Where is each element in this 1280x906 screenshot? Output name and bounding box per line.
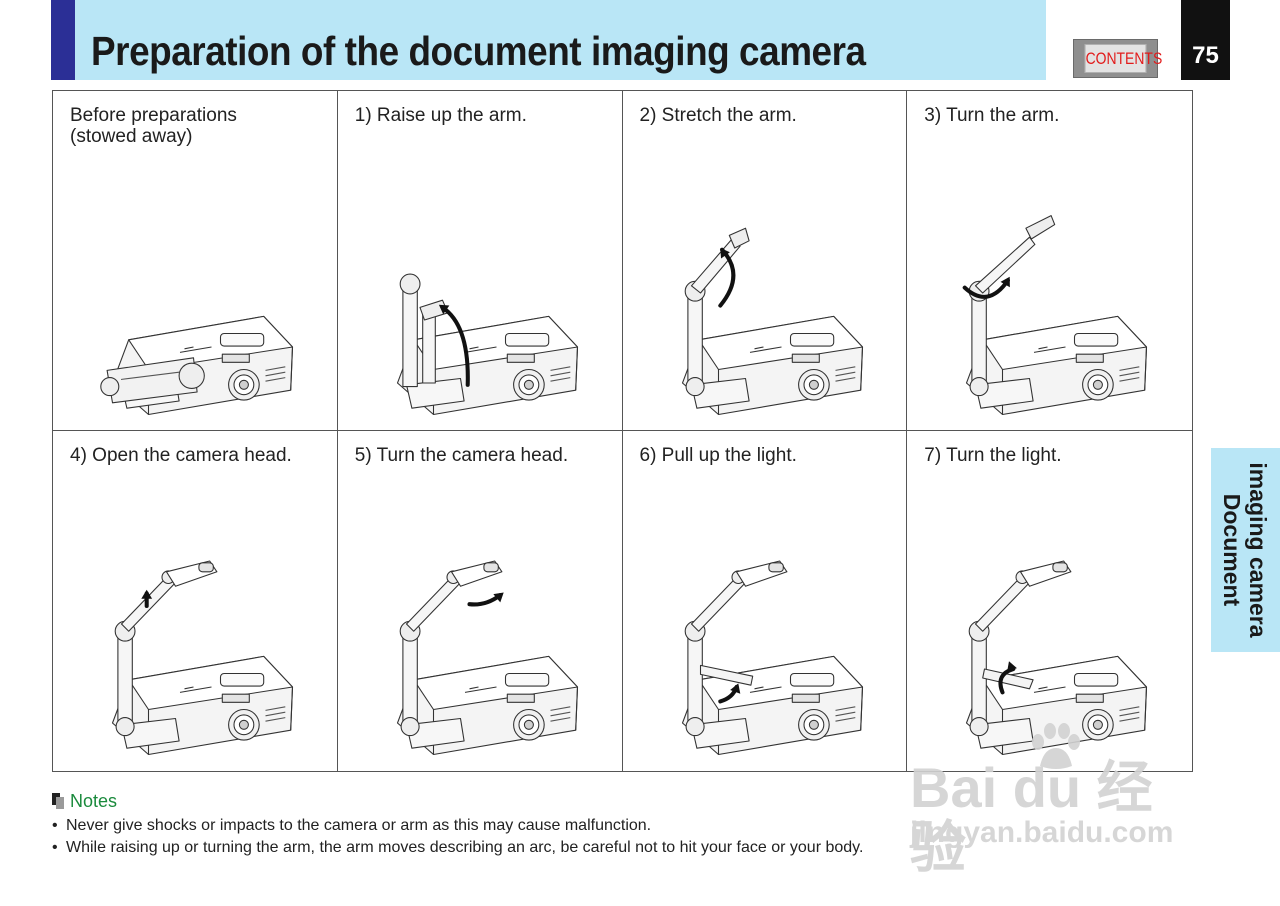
page-number: 75 <box>1181 0 1230 80</box>
step-caption: Before preparations(stowed away) <box>70 105 237 147</box>
step-illustration <box>396 560 578 756</box>
step-grid: Before preparations(stowed away) 1) Raise… <box>52 90 1193 772</box>
notes-list: Never give shocks or impacts to the came… <box>52 815 863 859</box>
step-cell: 1) Raise up the arm. <box>337 91 623 431</box>
step-caption: 7) Turn the light. <box>924 445 1062 466</box>
step-caption: 5) Turn the camera head. <box>354 445 569 466</box>
watermark-line2: jingyan.baidu.com <box>910 816 1174 849</box>
step-caption: 3) Turn the arm. <box>924 105 1060 126</box>
step-illustration <box>100 315 294 416</box>
step-cell: 3) Turn the arm. <box>907 91 1192 431</box>
step-cell: 4) Open the camera head. <box>53 431 338 771</box>
notes-heading-label: Notes <box>70 791 118 811</box>
step-cell: 2) Stretch the arm. <box>622 91 908 431</box>
step-caption: 6) Pull up the light. <box>639 445 797 466</box>
step-illustration <box>962 215 1148 416</box>
watermark-line1: Bai du 经验 <box>910 756 1153 879</box>
contents-button-label: CONTENTS <box>1084 44 1162 73</box>
contents-button[interactable]: CONTENTS <box>1073 39 1162 78</box>
step-illustration <box>111 560 294 756</box>
step-cell: 7) Turn the light. <box>907 431 1192 771</box>
note-item: While raising up or turning the arm, the… <box>52 837 863 859</box>
title-bar: Preparation of the document imaging came… <box>51 0 1046 80</box>
side-tab-line2: imaging camera <box>1245 462 1272 638</box>
step-illustration <box>681 227 863 416</box>
notes-heading: Notes <box>52 791 117 812</box>
step-illustration <box>681 560 863 756</box>
step-illustration <box>396 273 578 416</box>
side-tab-line1: Document <box>1219 493 1246 607</box>
step-caption: 4) Open the camera head. <box>70 445 292 466</box>
step-caption: 2) Stretch the arm. <box>639 105 797 126</box>
step-caption: 1) Raise up the arm. <box>354 105 527 126</box>
side-section-tab[interactable]: Document imaging camera <box>1211 448 1280 652</box>
step-illustration <box>966 560 1148 756</box>
page-title: Preparation of the document imaging came… <box>91 28 866 74</box>
step-cell: Before preparations(stowed away) <box>53 91 338 431</box>
note-item: Never give shocks or impacts to the came… <box>52 815 863 837</box>
step-cell: 5) Turn the camera head. <box>338 431 623 771</box>
note-icon <box>52 793 65 809</box>
step-cell: 6) Pull up the light. <box>623 431 908 771</box>
title-accent-stripe <box>51 0 75 80</box>
